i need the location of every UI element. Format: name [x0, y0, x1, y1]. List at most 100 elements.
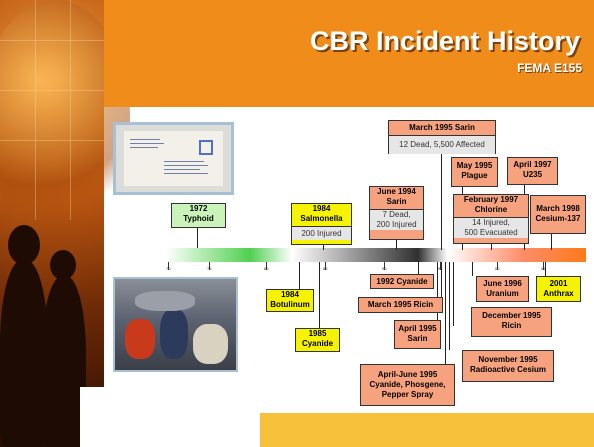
event-title: November 1995 [478, 355, 538, 364]
event-1972-typhoid: 1972 Typhoid [171, 203, 226, 228]
event-name: Sarin [407, 334, 428, 343]
event-detail: 7 Dead, 200 Injured [370, 209, 423, 230]
timeline-tick [543, 262, 544, 270]
person-silhouette [0, 260, 48, 447]
event-title: February 1997 [463, 195, 519, 204]
event-title: April 1995 [398, 324, 437, 333]
handwriting-line [164, 169, 200, 170]
connector-line [545, 262, 546, 276]
event-1984-botulinum: 1984 Botulinum [266, 289, 314, 312]
event-detail-line: 7 Dead, [382, 210, 411, 219]
connector-line [453, 262, 454, 326]
timeline-tick [209, 262, 210, 270]
event-name: Cyanide [301, 339, 334, 348]
event-1994-sarin: June 1994 Sarin 7 Dead, 200 Injured [369, 186, 424, 240]
blank-panel [80, 387, 260, 447]
event-1995-cyanide-phosgene: April-June 1995 Cyanide, Phosgene, Peppe… [360, 364, 455, 406]
timeline-tick [266, 262, 267, 270]
timeline-tick [440, 262, 441, 270]
event-1995-sarin-tokyo: March 1995 Sarin 12 Dead, 5,500 Affected [388, 120, 496, 154]
event-1998-cesium: March 1998 Cesium-137 [530, 195, 586, 234]
envelope [124, 131, 223, 186]
person-silhouette [42, 276, 86, 447]
event-name: Cesium-137 [535, 214, 581, 223]
event-name: Uranium [486, 289, 519, 298]
event-title: 1972 [189, 204, 208, 213]
person-silhouette-head [50, 250, 76, 280]
event-title: May 1995 [456, 161, 493, 170]
anthrax-letter-photo [113, 122, 234, 195]
timeline-tick-label: 85 [323, 266, 328, 271]
left-decorative-strip [0, 0, 130, 447]
person-silhouette-head [8, 225, 40, 265]
slide-subtitle: FEMA E155 [517, 61, 582, 75]
event-title: December 1995 [482, 311, 541, 320]
handwriting-line [130, 143, 164, 144]
map-gridline [0, 40, 104, 41]
event-1995-sarin-april: April 1995 Sarin [394, 320, 441, 349]
event-title: June 1994 [377, 187, 416, 196]
timeline-tick [497, 262, 498, 270]
event-1995-plague: May 1995 Plague [451, 157, 498, 187]
event-detail-line: 200 Injured [376, 220, 417, 229]
handwriting-line [164, 165, 208, 166]
timeline-tick-label: 70 [166, 266, 171, 271]
event-detail: 14 Injured, 500 Evacuated [454, 217, 528, 238]
event-title: 1985 [308, 329, 327, 338]
timeline-tick-label: 80 [264, 266, 269, 271]
event-line: Cyanide, Phosgene, [369, 380, 446, 389]
event-1997-chlorine: February 1997 Chlorine 14 Injured, 500 E… [453, 194, 529, 244]
map-gridline [0, 90, 104, 91]
event-name: Plague [461, 171, 488, 180]
event-name: U235 [522, 170, 543, 179]
connector-line [299, 262, 300, 289]
slide-title: CBR Incident History [309, 26, 580, 56]
event-name: Botulinum [270, 300, 310, 309]
responder-figure [193, 324, 228, 364]
connector-line [491, 244, 492, 250]
event-line: Pepper Spray [381, 390, 434, 399]
timeline-tick-label: 00 [495, 266, 500, 271]
event-2001-anthrax: 2001 Anthrax [536, 276, 581, 302]
event-1995-ricin-december: December 1995 Ricin [471, 307, 552, 337]
event-1984-salmonella: 1984 Salmonella 200 Injured [291, 203, 352, 245]
event-detail-line: 500 Evacuated [464, 228, 518, 237]
event-name: Typhoid [183, 214, 214, 223]
event-title: 1984 [312, 204, 331, 213]
event-detail-line: 14 Injured, [472, 218, 510, 227]
background-crowd [135, 291, 195, 311]
connector-line [323, 245, 324, 250]
event-name: Ricin [501, 321, 522, 330]
timeline-tick [168, 262, 169, 270]
handwriting-line [130, 147, 158, 148]
timeline-bar [166, 248, 586, 262]
connector-line [197, 228, 198, 248]
connector-line [441, 262, 442, 297]
map-gridline [70, 0, 71, 220]
connector-line [551, 234, 552, 250]
event-title: 1992 Cyanide [376, 277, 428, 286]
event-detail: 200 Injured [292, 226, 351, 240]
handwriting-line [130, 139, 160, 140]
event-name: Salmonella [300, 214, 343, 223]
timeline-tick [384, 262, 385, 270]
header-band: CBR Incident History FEMA E155 [104, 0, 594, 107]
event-title: March 1995 Sarin [409, 123, 475, 132]
event-1997-u235: April 1997 U235 [507, 157, 558, 185]
event-1996-uranium: June 1996 Uranium [476, 276, 529, 302]
connector-line [418, 262, 419, 274]
event-name: Sarin [386, 197, 407, 206]
event-title: 2001 [549, 279, 568, 288]
emergency-response-photo [113, 277, 238, 372]
event-name: Radioactive Cesium [469, 365, 547, 374]
connector-line [441, 154, 442, 250]
event-1995-ricin-march: March 1995 Ricin [358, 297, 443, 313]
connector-line [472, 262, 473, 276]
event-1995-radioactive-cesium: November 1995 Radioactive Cesium [462, 350, 554, 382]
stamp-icon [199, 140, 213, 155]
event-name: Chlorine [474, 205, 508, 214]
connector-line [449, 262, 450, 350]
event-1992-cyanide: 1992 Cyanide [370, 274, 434, 289]
map-gridline [35, 0, 36, 220]
connector-line [445, 262, 446, 364]
